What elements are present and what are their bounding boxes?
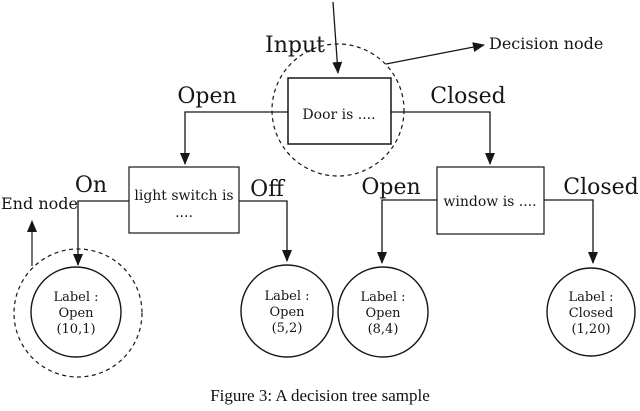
decision-node-annotation-label: Decision node bbox=[489, 34, 603, 53]
edge-door-closed bbox=[391, 111, 495, 165]
leaf-window-open-line2: Open bbox=[365, 306, 401, 321]
edge-switch-off-label: Off bbox=[250, 177, 285, 202]
light-switch-node-label-line1: light switch is bbox=[134, 188, 233, 204]
leaf-window-closed-line1: Label : bbox=[568, 290, 613, 305]
decision-node-dashed-circle bbox=[271, 43, 405, 177]
leaf-switch-off-line1: Label : bbox=[264, 289, 309, 304]
leaf-window-closed-circle bbox=[546, 267, 636, 357]
leaf-switch-off-line3: (5,2) bbox=[272, 321, 303, 336]
edge-switch-on-label: On bbox=[75, 173, 107, 198]
edge-door-open bbox=[180, 111, 288, 165]
decision-tree-diagram: Input Decision node Door is .... Open Cl… bbox=[1, 1, 639, 378]
end-node-dashed-circle bbox=[13, 248, 143, 378]
leaf-switch-off-line2: Open bbox=[269, 305, 305, 320]
light-switch-node-label-line2: .... bbox=[175, 205, 193, 221]
edge-door-closed-label: Closed bbox=[430, 84, 506, 109]
root-node-box bbox=[287, 77, 392, 145]
leaf-window-open-line1: Label : bbox=[360, 290, 405, 305]
leaf-window-closed-line3: (1,20) bbox=[571, 322, 610, 337]
leaf-window-open-line3: (8,4) bbox=[368, 322, 399, 337]
leaf-window-open-circle bbox=[337, 266, 429, 358]
edge-door-open-label: Open bbox=[177, 84, 236, 109]
input-arrow bbox=[332, 1, 343, 74]
edge-window-closed bbox=[544, 199, 598, 264]
leaf-window-closed-line2: Closed bbox=[569, 306, 614, 321]
edge-window-open-label: Open bbox=[361, 175, 420, 200]
root-node-label: Door is .... bbox=[302, 107, 375, 123]
leaf-switch-on-line2: Open bbox=[58, 306, 94, 321]
figure-caption: Figure 3: A decision tree sample bbox=[210, 386, 430, 405]
window-node-label: window is .... bbox=[443, 194, 536, 210]
leaf-switch-on-circle bbox=[30, 266, 122, 358]
edge-switch-on bbox=[73, 200, 129, 266]
light-switch-node-box bbox=[128, 166, 240, 234]
edge-switch-off bbox=[239, 200, 292, 262]
edge-window-closed-label: Closed bbox=[563, 175, 639, 200]
leaf-switch-off-circle bbox=[240, 264, 334, 358]
input-label: Input bbox=[265, 33, 325, 58]
edge-window-open bbox=[377, 199, 437, 264]
end-node-annotation-label: End node bbox=[1, 194, 78, 213]
leaf-switch-on-line3: (10,1) bbox=[56, 322, 95, 337]
decision-node-annotation-arrow bbox=[385, 42, 485, 65]
leaf-switch-on-line1: Label : bbox=[53, 290, 98, 305]
